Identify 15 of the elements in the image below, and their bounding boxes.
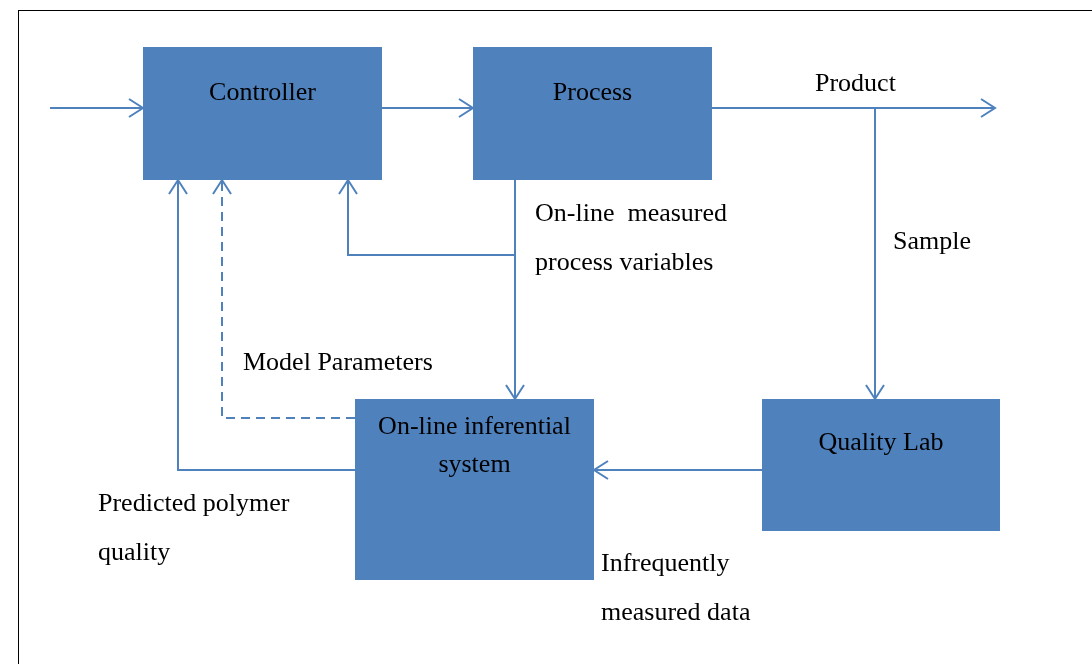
box-label: Process [552, 76, 633, 108]
arrow [381, 98, 474, 118]
arrow [338, 179, 516, 256]
process-box [355, 399, 594, 580]
arrow [212, 179, 356, 419]
arrow [49, 98, 144, 118]
arrow [505, 179, 525, 400]
box-label: Controller [209, 76, 316, 108]
arrow [168, 179, 356, 471]
box-label: Quality Lab [818, 426, 944, 458]
process-box [473, 47, 712, 180]
box-label: On-line inferential system [377, 410, 572, 480]
process-box [143, 47, 382, 180]
arrow [593, 460, 763, 480]
process-box [762, 399, 1000, 531]
